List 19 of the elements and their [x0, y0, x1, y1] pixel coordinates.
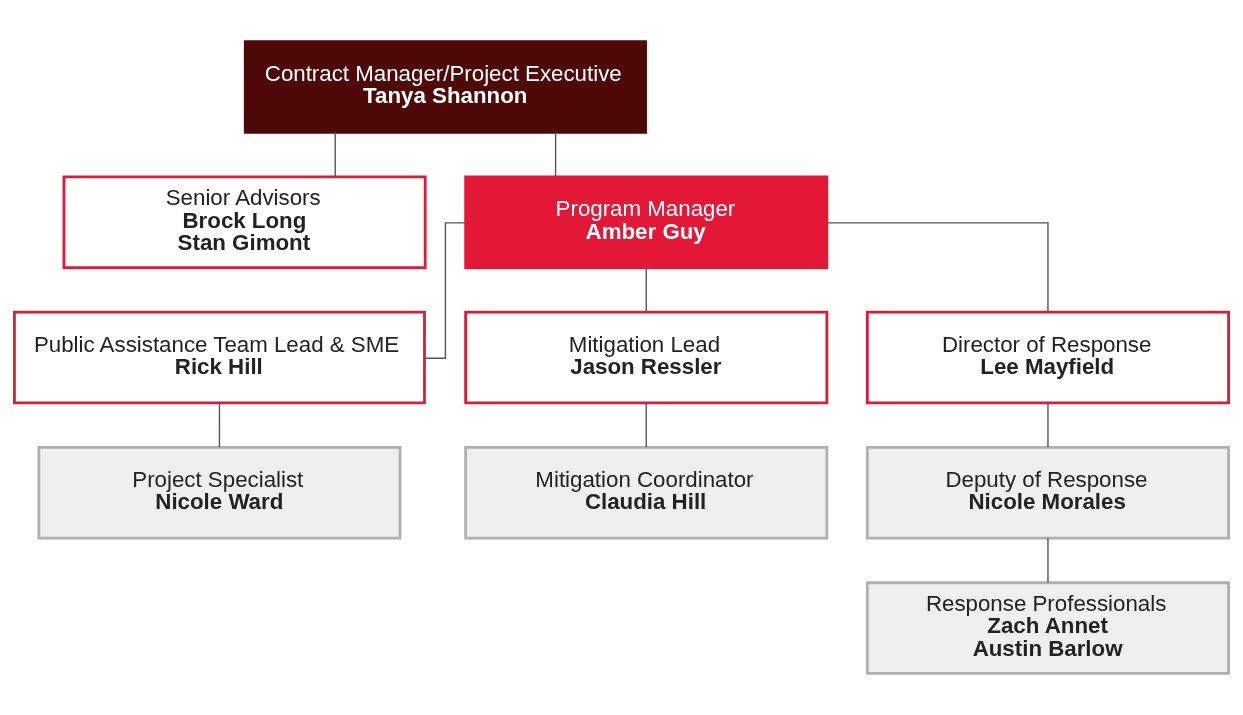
connector	[1047, 537, 1049, 584]
node-box: Program Manager Amber Guy	[464, 175, 829, 269]
connector	[645, 266, 647, 313]
node-box: Mitigation Coordinator Claudia Hill	[464, 446, 829, 540]
node-box: Mitigation Lead Jason Ressler	[464, 310, 829, 405]
connector	[1047, 402, 1049, 448]
node-box: Deputy of Response Nicole Morales	[865, 446, 1230, 540]
node-box: Director of Response Lee Mayfield	[865, 310, 1230, 405]
connector	[645, 402, 647, 448]
node-box: Senior Advisors Brock Long Stan Gimont	[62, 175, 427, 269]
node-box: Project Specialist Nicole Ward	[37, 446, 402, 540]
connector	[423, 222, 467, 359]
node-box: Contract Manager/Project Executive Tanya Shannon	[243, 40, 647, 134]
connector	[334, 131, 336, 178]
connector	[554, 131, 557, 178]
node-box: Public Assistance Team Lead & SME Rick Hill	[13, 310, 426, 405]
node-box: Response Professionals Zach Annet Austin Barlow	[865, 581, 1230, 675]
connector	[218, 402, 221, 448]
connector	[826, 222, 1049, 313]
